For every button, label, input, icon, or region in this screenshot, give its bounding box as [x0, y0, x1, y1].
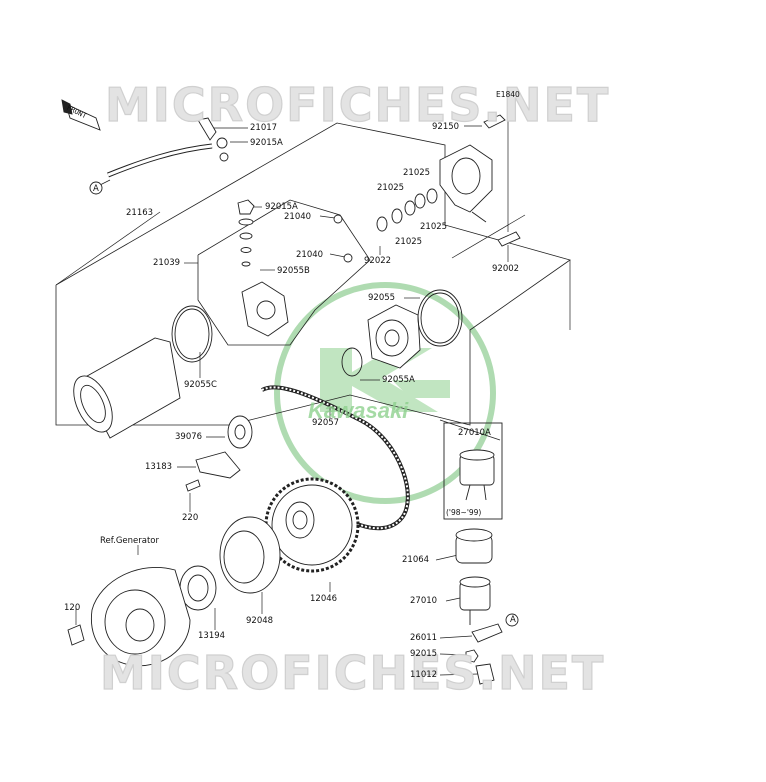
callout-27010A: 27010A: [458, 428, 491, 438]
callout-21025-c: 21025: [420, 222, 448, 232]
callout-A-right: A: [510, 615, 516, 625]
callout-92048: 92048: [246, 616, 274, 626]
callout-92022: 92022: [364, 256, 392, 266]
front-cover: [367, 304, 421, 369]
callout-92055A: 92055A: [382, 375, 415, 385]
callout-92015A-mid: 92015A: [265, 202, 298, 212]
kawasaki-logo-text: Kawasaki: [308, 398, 409, 423]
callout-92057: 92057: [312, 418, 340, 428]
starter-clutch-disc: [219, 516, 281, 594]
generator-rotor: [90, 566, 191, 667]
callout-12046: 12046: [310, 594, 338, 604]
callout-220: 220: [182, 513, 199, 523]
callout-13183: 13183: [145, 462, 173, 472]
callout-21025-b: 21025: [377, 183, 405, 193]
callout-21017: 21017: [250, 123, 278, 133]
callout-92015: 92015: [410, 649, 438, 659]
sprocket: [264, 477, 360, 573]
callout-39076: 39076: [175, 432, 203, 442]
callout-26011: 26011: [410, 633, 438, 643]
callout-92055B: 92055B: [277, 266, 310, 276]
callout-11012: 11012: [410, 670, 438, 680]
callout-92055: 92055: [368, 293, 396, 303]
callout-21040-b: 21040: [296, 250, 324, 260]
callout-21039: 21039: [153, 258, 181, 268]
watermark-top: MICROFICHES.NET: [104, 77, 611, 132]
callout-13194: 13194: [198, 631, 226, 641]
end-cover: [439, 144, 493, 223]
callout-92002: 92002: [492, 264, 520, 274]
callout-21025-d: 21025: [395, 237, 423, 247]
detail-box-note: ('98~'99): [446, 508, 482, 517]
callout-21163: 21163: [126, 208, 154, 218]
callout-92150: 92150: [432, 122, 460, 132]
callout-27010: 27010: [410, 596, 438, 606]
detail-box-27010A: [443, 422, 503, 520]
callout-ref-generator: Ref.Generator: [100, 536, 159, 546]
callout-92015A-top: 92015A: [250, 138, 283, 148]
front-arrow-icon: [61, 99, 101, 131]
watermark-bottom: MICROFICHES.NET: [99, 645, 606, 700]
callout-21064: 21064: [402, 555, 430, 565]
diagram-code: E1840: [496, 90, 520, 99]
callout-21025-a: 21025: [403, 168, 431, 178]
callout-A-left: A: [93, 184, 99, 194]
starter-motor-yoke: [73, 337, 181, 439]
leader-lines: [55, 110, 571, 676]
callout-92055C: 92055C: [184, 380, 217, 390]
callout-120: 120: [64, 603, 81, 613]
parts-drawings: [61, 99, 521, 685]
callout-21040-a: 21040: [284, 212, 312, 222]
